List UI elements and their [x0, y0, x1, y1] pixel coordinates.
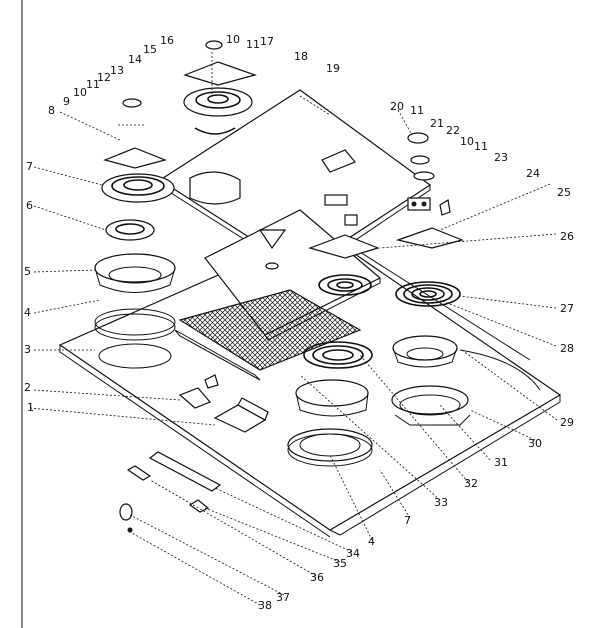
callout-14: 14	[128, 53, 142, 66]
callout-11b: 11	[246, 38, 260, 51]
callout-37: 37	[276, 591, 290, 604]
callout-11d: 11	[474, 140, 488, 153]
callout-17: 17	[260, 35, 274, 48]
callout-29: 29	[560, 416, 574, 429]
bracket-2	[178, 387, 212, 409]
drip-pan-5	[94, 253, 176, 293]
control-clip	[321, 149, 358, 226]
trim-piece-26	[308, 234, 380, 259]
burner-head-6	[105, 219, 155, 241]
callout-10c: 10	[460, 135, 474, 148]
lower-plate-outline	[174, 329, 261, 381]
callout-5: 5	[24, 265, 31, 278]
knob-assembly-right	[407, 132, 451, 216]
callout-15: 15	[143, 43, 157, 56]
callout-28: 28	[560, 342, 574, 355]
callout-33: 33	[434, 496, 448, 509]
callout-2: 2	[24, 381, 31, 394]
callout-4: 4	[24, 306, 31, 319]
callout-22: 22	[446, 124, 460, 137]
callout-35: 35	[333, 557, 347, 570]
callout-10b: 10	[226, 33, 240, 46]
coil-element-panel	[318, 274, 372, 296]
callout-19: 19	[326, 62, 340, 75]
callout-16: 16	[160, 34, 174, 47]
burner-cap-7	[101, 173, 175, 203]
callout-7: 7	[26, 160, 33, 173]
callout-21: 21	[430, 117, 444, 130]
callout-23: 23	[494, 151, 508, 164]
callout-6: 6	[26, 199, 33, 212]
callout-4b: 4	[368, 535, 375, 548]
callout-31: 31	[494, 456, 508, 469]
callout-3: 3	[24, 343, 31, 356]
callout-13: 13	[110, 64, 124, 77]
center-dome	[189, 171, 287, 270]
burner-ring-bottom	[287, 428, 373, 467]
callout-34: 34	[346, 547, 360, 560]
drip-pan-right	[391, 385, 471, 426]
bracket-1	[213, 397, 269, 433]
clip-small	[204, 374, 219, 389]
leader-lines	[29, 52, 558, 606]
callout-20: 20	[390, 100, 404, 113]
drip-pan-center	[295, 379, 369, 417]
callout-25: 25	[557, 186, 571, 199]
callout-12: 12	[97, 71, 111, 84]
trim-piece-25	[395, 227, 464, 249]
knob-37	[119, 503, 133, 533]
coil-element-33	[303, 341, 373, 369]
callout-36: 36	[310, 571, 324, 584]
knob-8	[103, 98, 167, 169]
drip-pan-28	[392, 335, 458, 368]
coil-element-27	[395, 281, 461, 307]
callout-26: 26	[560, 230, 574, 243]
callout-30: 30	[528, 437, 542, 450]
burner-ring-4	[94, 308, 176, 341]
callout-1: 1	[27, 401, 34, 414]
callout-24: 24	[526, 167, 540, 180]
switch-bar-34	[126, 451, 222, 492]
callout-10: 10	[73, 86, 87, 99]
wire-29	[459, 349, 541, 391]
callout-38: 38	[258, 599, 272, 612]
callout-9: 9	[63, 95, 70, 108]
callout-7b: 7	[404, 514, 411, 527]
callout-11: 11	[86, 78, 100, 91]
burner-top-center	[183, 40, 258, 135]
switch-35	[188, 499, 210, 513]
callout-11c: 11	[410, 104, 424, 117]
burner-opening-3	[98, 343, 172, 369]
callout-27: 27	[560, 302, 574, 315]
callout-8: 8	[48, 104, 55, 117]
callout-labels: 1 2 3 4 4 5 6 7 7 8 9 10 11 12 13 14 15 …	[24, 33, 574, 612]
callout-18: 18	[294, 50, 308, 63]
callout-32: 32	[464, 477, 478, 490]
heating-grid	[178, 289, 362, 371]
